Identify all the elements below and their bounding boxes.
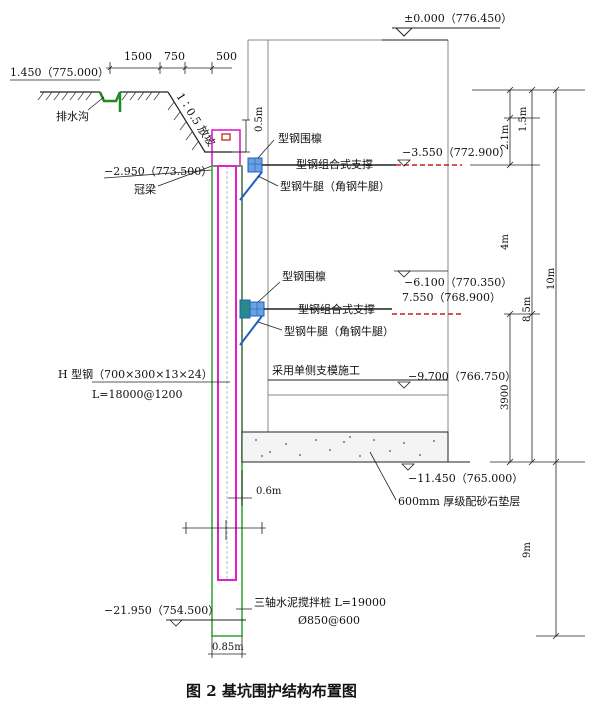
elev-marker-slab: [397, 381, 411, 389]
elev-top: ±0.000（776.450）: [404, 12, 512, 25]
dim-9: 9m: [522, 542, 533, 558]
elev-support-2b: 7.550（768.900）: [402, 291, 501, 304]
leader-crown-elev: [103, 169, 213, 179]
elev-base: −11.450（765.000）: [408, 472, 523, 485]
bracket-1: [239, 171, 263, 201]
dim-21: 2.1m: [500, 124, 511, 150]
label-hsteel-2: L=18000@1200: [92, 388, 183, 401]
dim-06-line: [228, 470, 252, 506]
right-dimension-chain: [470, 86, 585, 640]
label-purlin-2: 型钢围檩: [282, 269, 326, 283]
label-cushion: 600mm 厚级配砂石垫层: [398, 494, 520, 508]
elev-support-2a: −6.100（770.350）: [404, 276, 512, 289]
elev-ground-left: 1.450（775.000）: [10, 66, 109, 79]
dim-05: 0.5m: [254, 106, 265, 132]
pile-section-marker: [182, 520, 266, 540]
top-dimension-line: [106, 62, 232, 74]
label-pile-2: Ø850@600: [298, 614, 360, 627]
elev-pile-bottom: −21.950（754.500）: [104, 604, 219, 617]
elev-marker-1: [397, 159, 411, 167]
dim-3900: 3900: [500, 385, 511, 410]
dim-10: 10m: [546, 267, 557, 290]
label-crown: 冠梁: [134, 182, 156, 196]
elev-slab: −9.700（766.750）: [408, 370, 516, 383]
purlin-2-hatch: [250, 302, 264, 316]
dim-500: 500: [216, 50, 237, 63]
label-support-2: 型钢组合式支撑: [298, 302, 375, 316]
leader-bracket-2: [257, 321, 283, 331]
bracket-2: [239, 315, 263, 346]
leader-crown: [157, 165, 213, 187]
label-support-1: 型钢组合式支撑: [296, 157, 373, 171]
dim-85: 8.5m: [522, 296, 533, 322]
purlin-2: [239, 299, 251, 319]
dim-085: 0.85m: [212, 642, 244, 653]
label-pile-1: 三轴水泥搅拌桩 L=19000: [254, 595, 386, 609]
dim-05-line: [242, 119, 250, 153]
top-elevation-marker: [382, 27, 500, 41]
dim-4: 4m: [500, 234, 511, 250]
label-bracket-2: 型钢牛腿（角钢牛腿）: [284, 324, 394, 338]
figure-caption: 图 2 基坑围护结构布置图: [186, 682, 357, 700]
label-purlin-1: 型钢围檩: [278, 131, 322, 145]
ground-hatch: [37, 91, 199, 151]
elev-marker-pile: [169, 619, 183, 627]
crown-beam: [211, 129, 241, 167]
dim-1500: 1500: [124, 50, 152, 63]
dim-085-line: [208, 636, 246, 658]
label-formwork: 采用单侧支模施工: [272, 364, 360, 377]
purlin-1-hatch: [248, 158, 262, 172]
elev-crown: −2.950（773.500）: [104, 165, 212, 178]
label-hsteel-1: H 型钢（700×300×13×24）: [58, 367, 213, 381]
leader-purlin-1: [257, 139, 275, 159]
drain-ditch-icon: [98, 91, 122, 103]
leader-cushion: [369, 451, 397, 501]
cushion-layer: [241, 431, 449, 463]
dim-15: 1.5m: [518, 106, 529, 132]
dim-06: 0.6m: [256, 486, 282, 497]
leader-drain: [87, 96, 105, 111]
crown-beam-marker: [221, 133, 231, 141]
elev-marker-base: [401, 463, 415, 471]
cushion-dots: [255, 436, 435, 457]
leader-bracket-1: [257, 175, 279, 187]
label-drain: 排水沟: [56, 109, 89, 123]
elev-support-1: −3.550（772.900）: [402, 146, 510, 159]
label-bracket-1: 型钢牛腿（角钢牛腿）: [280, 179, 390, 193]
dim-750: 750: [164, 50, 185, 63]
leader-purlin-2: [257, 281, 281, 303]
